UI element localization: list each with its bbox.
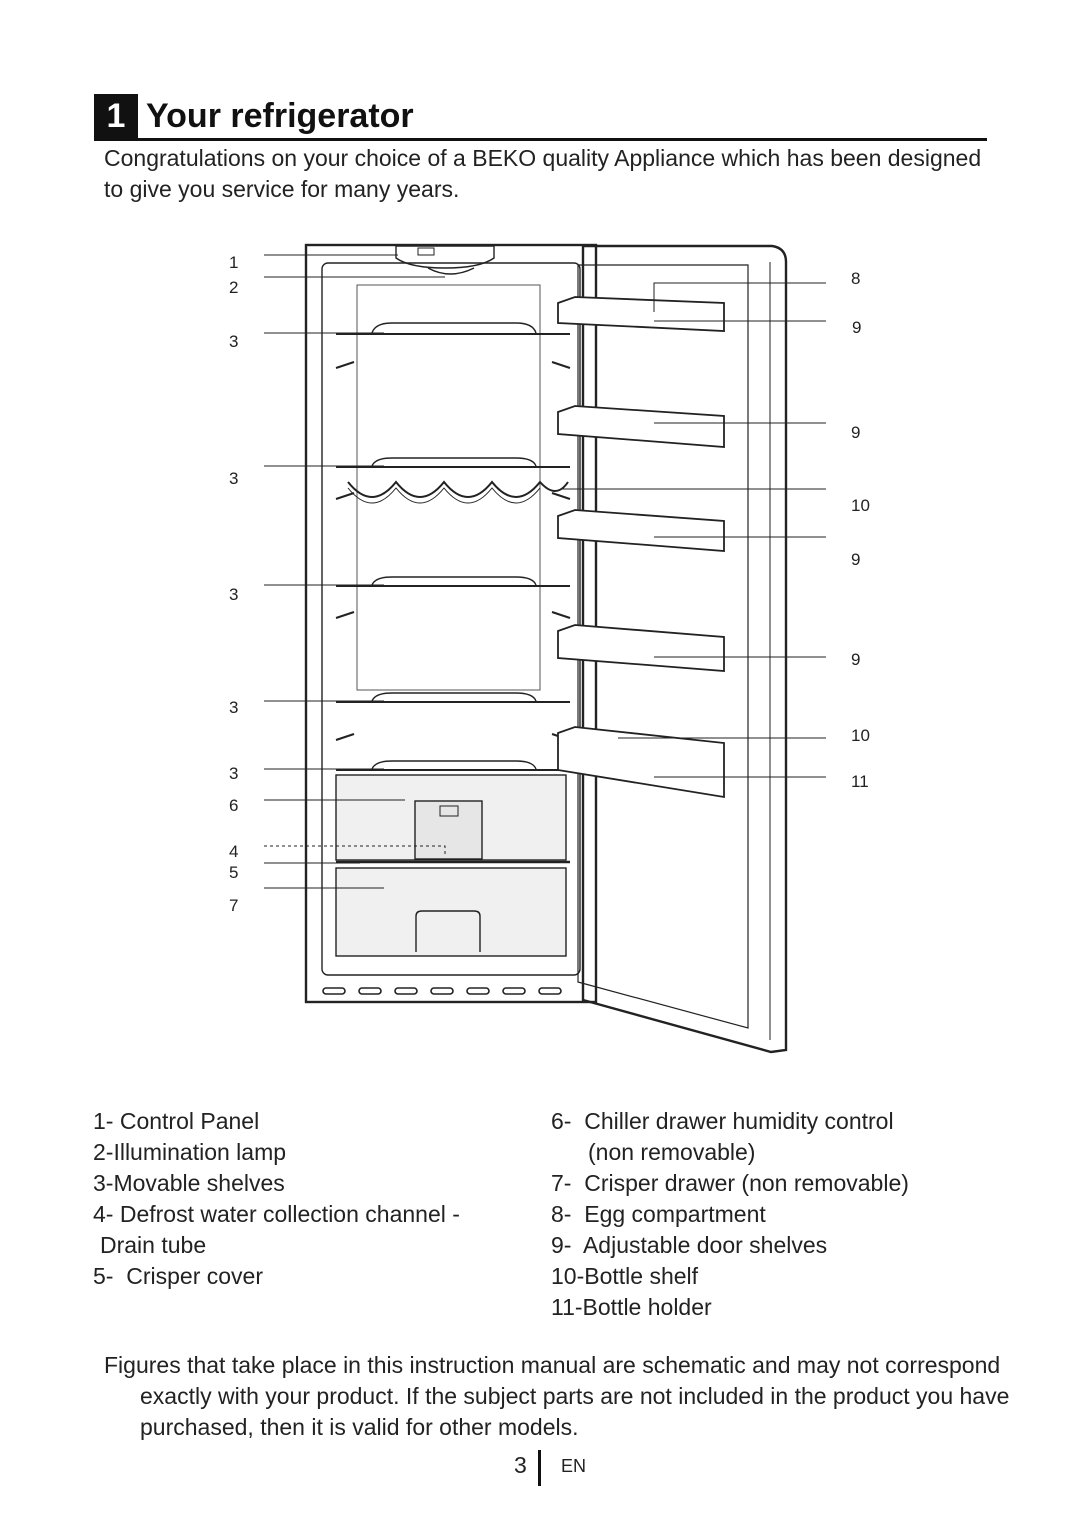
legend-item: 7- Crisper drawer (non removable)	[551, 1170, 909, 1196]
legend-item: 9- Adjustable door shelves	[551, 1232, 828, 1258]
crisper-drawer-handle	[415, 910, 481, 952]
refrigerator-diagram: 1 2 3 3 3 3 3 6 4 5 7 8 9 9 10 9 9 10 11	[229, 243, 870, 1054]
control-panel-outline	[395, 245, 495, 269]
callout-label: 9	[851, 650, 860, 669]
callout-label: 4	[229, 842, 238, 861]
footer-divider	[538, 1450, 541, 1486]
callout-label: 8	[851, 269, 860, 288]
cabinet-outline	[304, 243, 598, 1004]
chapter-number: 1	[94, 94, 138, 138]
legend-item: 2-Illumination lamp	[93, 1139, 287, 1165]
callout-label: 1	[229, 253, 238, 272]
cabinet-liner	[321, 262, 581, 976]
legend-left: 1- Control Panel 2-Illumination lamp 3-M…	[93, 1106, 523, 1292]
callout-label: 5	[229, 863, 238, 882]
legend-item: 5- Crisper cover	[93, 1263, 263, 1289]
legend-item: 4- Defrost water collection channel -	[93, 1201, 460, 1227]
callout-label: 6	[229, 796, 238, 815]
door-outline	[581, 244, 788, 1054]
legend-item: 3-Movable shelves	[93, 1170, 285, 1196]
callout-leaders	[264, 254, 826, 889]
shelf-rails	[335, 361, 571, 741]
chapter-title: Your refrigerator	[146, 97, 414, 135]
intro-paragraph: Congratulations on your choice of a BEKO…	[104, 145, 982, 202]
callout-label: 9	[851, 423, 860, 442]
callout-label: 11	[851, 772, 869, 791]
callout-label: 7	[229, 896, 238, 915]
legend-item: 10-Bottle shelf	[551, 1263, 699, 1289]
movable-shelves	[336, 322, 570, 771]
callout-labels-right: 8 9 9 10 9 9 10 11	[851, 269, 870, 791]
legend-item: 11-Bottle holder	[551, 1294, 712, 1320]
language-code: EN	[561, 1456, 587, 1476]
callout-label: 3	[229, 585, 238, 604]
callout-label: 2	[229, 278, 238, 297]
wine-rack	[347, 480, 569, 498]
callout-label: 3	[229, 332, 238, 351]
callout-label: 10	[851, 726, 870, 745]
callout-label: 9	[851, 550, 860, 569]
callout-label: 9	[852, 318, 861, 337]
callout-label: 3	[229, 469, 238, 488]
callout-label: 3	[229, 698, 238, 717]
chapter-heading: 1 Your refrigerator	[94, 94, 987, 141]
callout-labels-left: 1 2 3 3 3 3 3 6 4 5 7	[229, 253, 238, 915]
legend-item-continuation: Drain tube	[100, 1232, 207, 1258]
legend-item-continuation: (non removable)	[588, 1139, 756, 1165]
illumination-lamp-outline	[427, 267, 475, 275]
legend-item: 1- Control Panel	[93, 1108, 260, 1134]
drain-slots	[322, 987, 562, 995]
callout-label: 10	[851, 496, 870, 515]
legend-right: 6- Chiller drawer humidity control (non …	[551, 1106, 971, 1323]
page-footer: 3 EN	[0, 1450, 1080, 1490]
control-panel-display	[417, 247, 435, 256]
legend-item: 8- Egg compartment	[551, 1201, 766, 1227]
callout-label: 3	[229, 764, 238, 783]
door-shelves	[557, 296, 725, 799]
cabinet-back-wall	[356, 284, 541, 691]
humidity-control	[414, 800, 483, 860]
schematic-note: Figures that take place in this instruct…	[104, 1352, 1010, 1440]
crisper-drawer	[335, 867, 567, 957]
legend-item: 6- Chiller drawer humidity control	[551, 1108, 894, 1134]
page-number: 3	[514, 1452, 527, 1478]
